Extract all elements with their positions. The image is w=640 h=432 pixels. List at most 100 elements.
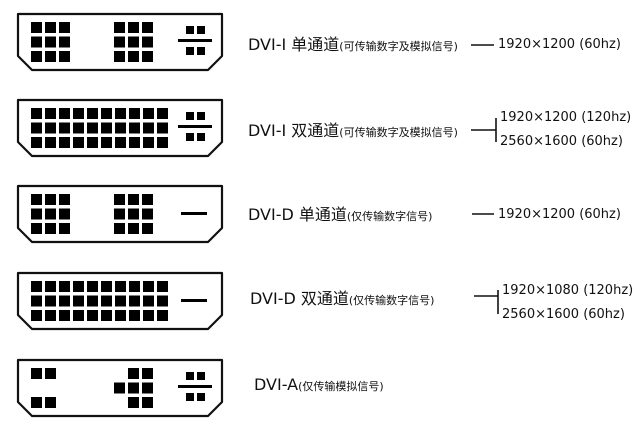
pin — [115, 310, 126, 321]
pin — [128, 22, 139, 33]
resolution-text: 2560×1600 (60hz) — [500, 134, 623, 149]
label-dvi-d-dual: DVI-D 双通道(仅传输数字信号) — [250, 290, 434, 310]
pin — [73, 281, 84, 292]
pin — [128, 36, 139, 48]
pin — [142, 208, 153, 220]
pin — [31, 137, 42, 148]
analog-pin — [197, 133, 205, 141]
pin — [45, 36, 56, 48]
pin — [87, 122, 98, 134]
pin — [45, 368, 56, 379]
pin — [101, 137, 112, 148]
pin — [101, 281, 112, 292]
analog-blade — [178, 125, 212, 128]
pin — [129, 108, 140, 119]
pin — [73, 122, 84, 134]
pin — [142, 194, 153, 205]
pin — [142, 36, 153, 48]
pin — [128, 397, 139, 408]
connector-housing — [16, 184, 224, 244]
pin — [59, 22, 70, 33]
pin — [31, 397, 42, 408]
pin — [128, 194, 139, 205]
pin — [115, 295, 126, 307]
pin — [115, 137, 126, 148]
resolution-text: 1920×1200 (120hz) — [500, 110, 632, 125]
label-main: DVI-I 单通道 — [248, 35, 340, 54]
pin — [31, 310, 42, 321]
resolution-text: 1920×1200 (60hz) — [498, 37, 621, 52]
pin — [115, 281, 126, 292]
connector-housing — [16, 271, 224, 331]
pin — [59, 137, 70, 148]
label-dvi-a: DVI-A(仅传输模拟信号) — [254, 376, 384, 396]
pin — [31, 368, 42, 379]
analog-pin — [197, 372, 205, 380]
pin — [73, 295, 84, 307]
label-note: (仅传输数字信号) — [346, 210, 433, 223]
pin — [73, 108, 84, 119]
analog-blade — [178, 39, 212, 42]
pin — [59, 295, 70, 307]
pin — [59, 122, 70, 134]
pin — [59, 51, 70, 62]
pin — [157, 137, 168, 148]
analog-pin — [186, 47, 194, 55]
pin — [101, 108, 112, 119]
pin — [114, 36, 125, 48]
pin — [31, 208, 42, 220]
pin — [45, 310, 56, 321]
pin — [31, 36, 42, 48]
analog-pin — [186, 133, 194, 141]
pin — [114, 194, 125, 205]
pin — [128, 382, 139, 394]
label-main: DVI-D 双通道 — [250, 289, 349, 308]
resolution-text: 1920×1200 (60hz) — [498, 207, 621, 222]
pin — [114, 208, 125, 220]
pin — [129, 281, 140, 292]
connector-housing — [16, 98, 224, 158]
pin — [115, 122, 126, 134]
pin — [31, 295, 42, 307]
analog-pin — [197, 393, 205, 401]
ground-blade — [181, 212, 207, 215]
pin — [45, 295, 56, 307]
pin — [114, 223, 125, 234]
pin — [87, 295, 98, 307]
analog-pin — [197, 26, 205, 34]
label-main: DVI-A — [254, 375, 299, 394]
pin — [142, 22, 153, 33]
label-dvi-d-single: DVI-D 单通道(仅传输数字信号) — [248, 206, 432, 226]
resolution-text: 1920×1080 (120hz) — [502, 283, 634, 298]
pin — [143, 295, 154, 307]
pin — [143, 281, 154, 292]
pin — [128, 368, 139, 379]
label-note: (仅传输模拟信号) — [298, 380, 384, 393]
analog-pin — [186, 393, 194, 401]
pin — [129, 137, 140, 148]
connector-housing — [16, 358, 224, 418]
pin — [101, 295, 112, 307]
pin — [143, 310, 154, 321]
pin — [45, 397, 56, 408]
pin — [59, 281, 70, 292]
label-note: (可传输数字及模拟信号) — [339, 40, 458, 53]
pin — [142, 382, 153, 394]
analog-pin — [197, 112, 205, 120]
pin — [129, 122, 140, 134]
resolution-text: 2560×1600 (60hz) — [502, 307, 625, 322]
pin — [59, 223, 70, 234]
pin — [45, 122, 56, 134]
pin — [45, 22, 56, 33]
pin — [114, 22, 125, 33]
analog-pin — [186, 112, 194, 120]
pin — [157, 295, 168, 307]
label-main: DVI-D 单通道 — [248, 205, 347, 224]
pin — [59, 208, 70, 220]
pin — [87, 281, 98, 292]
label-note: (可传输数字及模拟信号) — [339, 126, 458, 139]
pin — [73, 137, 84, 148]
pin — [143, 122, 154, 134]
pin — [115, 108, 126, 119]
